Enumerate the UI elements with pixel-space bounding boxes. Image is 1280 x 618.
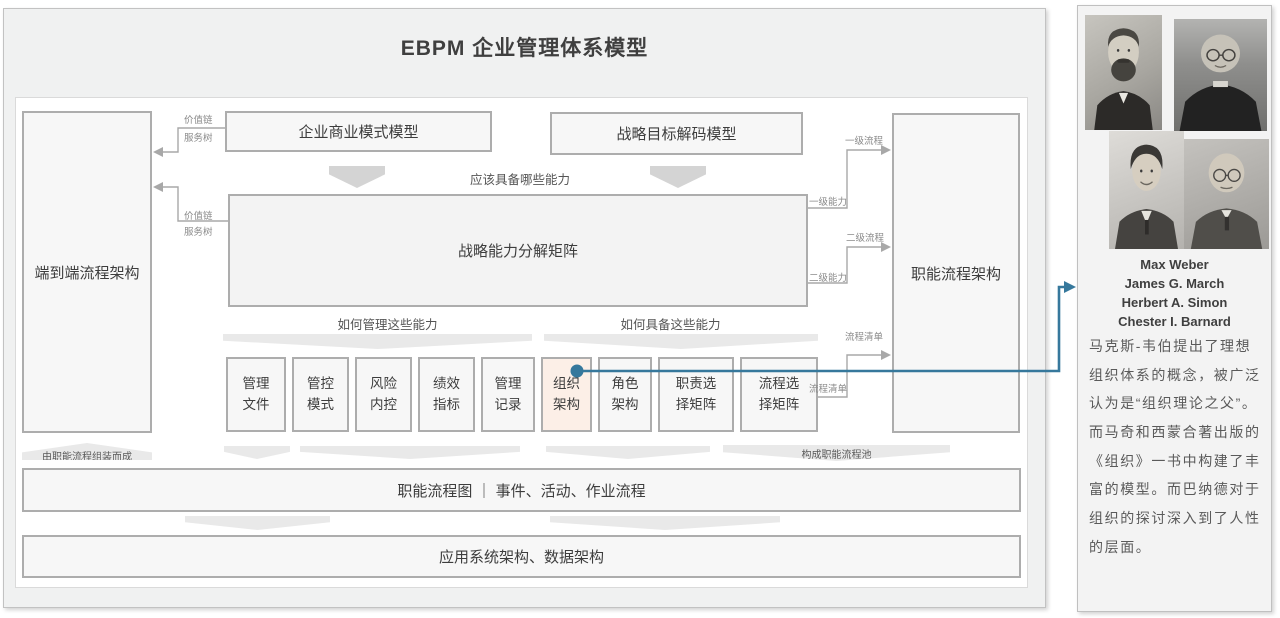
theorist-name: Chester I. Barnard — [1118, 313, 1231, 329]
page-title: EBPM 企业管理体系模型 — [400, 37, 649, 60]
portrait-photo-james-march — [1174, 19, 1267, 131]
small-box-control-mode: 管控 模式 — [292, 357, 349, 432]
theorist-names: Max Weber James G. March Herbert A. Simo… — [1078, 256, 1271, 331]
capability-matrix-box: 战略能力分解矩阵 — [228, 194, 808, 307]
james-march-portrait-icon — [1179, 34, 1262, 131]
theorist-name: Max Weber — [1140, 257, 1209, 272]
level1-process-label: 一级流程 — [845, 136, 884, 147]
service-tree-label: 服务树 — [184, 227, 213, 238]
business-model-box: 企业商业模式模型 — [225, 111, 492, 152]
process-list-label: 流程清单 — [845, 332, 884, 343]
portrait-photo-herbert-simon — [1109, 131, 1184, 249]
small-box-process-selection-matrix: 流程选 择矩阵 — [740, 357, 818, 432]
value-chain-label: 价值链 — [184, 115, 213, 126]
small-box-management-records: 管理 记录 — [481, 357, 535, 432]
functional-process-architecture-box: 职能流程架构 — [892, 113, 1020, 433]
strategy-decode-box: 战略目标解码模型 — [550, 112, 803, 155]
herbert-simon-portrait-icon — [1115, 144, 1178, 249]
hint-which-capabilities: 应该具备哪些能力 — [469, 173, 570, 187]
level2-process-label: 二级流程 — [846, 233, 885, 244]
hint-manage-capabilities: 如何管理这些能力 — [337, 318, 438, 332]
callout-arrow-icon — [1064, 281, 1076, 293]
small-box-org-structure-highlighted: 组织 架构 — [541, 357, 592, 432]
application-data-architecture-box: 应用系统架构、数据架构 — [22, 535, 1021, 578]
portrait-photo-chester-barnard — [1184, 139, 1269, 249]
small-box-performance-indicators: 绩效 指标 — [418, 357, 475, 432]
small-box-responsibility-selection-matrix: 职责选 择矩阵 — [658, 357, 734, 432]
theorist-name: Herbert A. Simon — [1121, 294, 1228, 310]
process-list-label: 流程清单 — [809, 384, 848, 395]
level1-capability-label: 一级能力 — [809, 197, 848, 208]
small-box-management-documents: 管理 文件 — [226, 357, 286, 432]
theorists-description: 马克斯-韦伯提出了理想组织体系的概念，被广泛认为是“组织理论之父”。而马奇和西蒙… — [1089, 338, 1261, 555]
chester-barnard-portrait-icon — [1190, 153, 1263, 249]
max-weber-portrait-icon — [1094, 28, 1153, 130]
level2-capability-label: 二级能力 — [809, 273, 848, 284]
portrait-photo-max-weber — [1085, 15, 1162, 130]
hint-possess-capabilities: 如何具备这些能力 — [620, 318, 721, 332]
theorist-name: James G. March — [1124, 275, 1225, 291]
end-to-end-process-box: 端到端流程架构 — [22, 111, 152, 433]
value-chain-label: 价值链 — [184, 211, 213, 222]
theorists-sidebar-panel: Max Weber James G. March Herbert A. Simo… — [1077, 5, 1272, 612]
service-tree-label: 服务树 — [184, 133, 213, 144]
functional-process-map-box: 职能流程图 ｜ 事件、活动、作业流程 — [22, 468, 1021, 512]
small-box-risk-internal-control: 风险 内控 — [355, 357, 412, 432]
small-box-role-structure: 角色 架构 — [598, 357, 652, 432]
